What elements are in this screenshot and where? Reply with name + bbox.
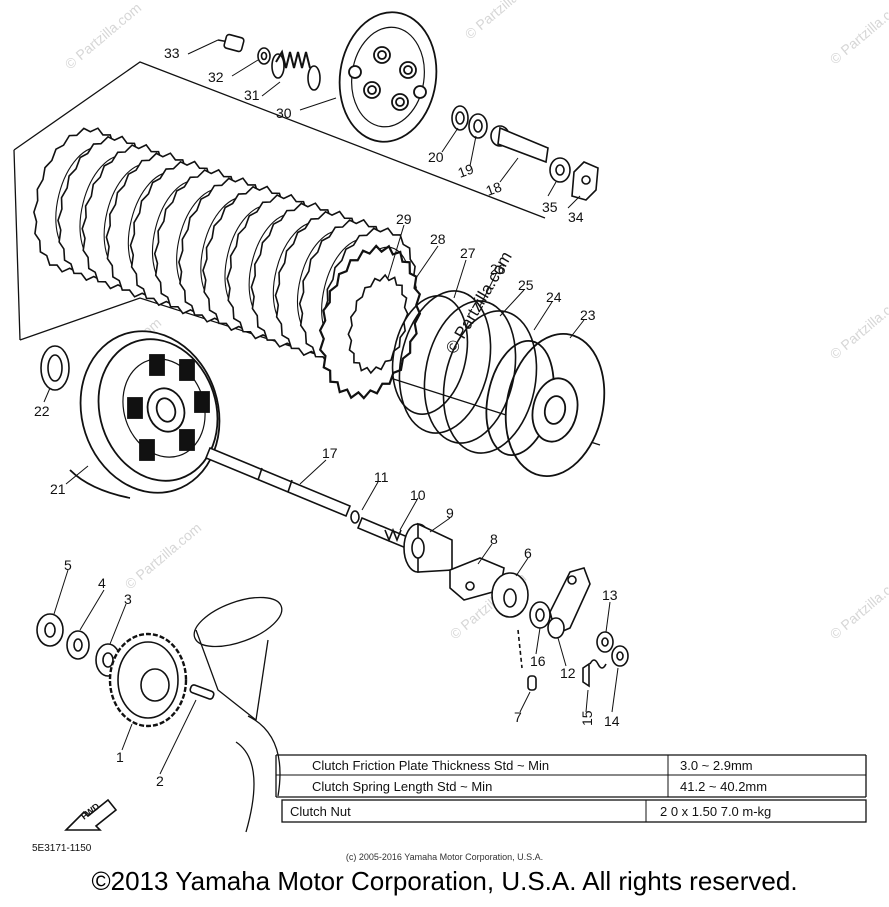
pressure-plate <box>338 11 438 143</box>
spec-label: Clutch Nut <box>290 804 351 819</box>
forward-arrow: FWD <box>64 798 118 831</box>
part-label: 4 <box>98 575 106 591</box>
part-label: 26 <box>490 261 506 277</box>
leader-lines <box>43 39 619 775</box>
part-label: 20 <box>428 149 444 165</box>
spec-value: 3.0 ~ 2.9mm <box>680 758 753 773</box>
part-label: 32 <box>208 69 224 85</box>
plate-stack-box <box>13 61 601 446</box>
part-label: 22 <box>34 403 50 419</box>
circlip <box>40 345 70 391</box>
part-label: 16 <box>530 653 546 669</box>
crankcase-outline <box>193 596 283 833</box>
friction-plate-inner <box>347 273 409 375</box>
part-label: 18 <box>484 178 504 198</box>
part-label: 21 <box>50 481 66 497</box>
part-label: 15 <box>579 710 595 726</box>
part-label: 1 <box>116 749 124 765</box>
drawing-code: 5E3171-1150 <box>32 843 92 854</box>
part-label: 12 <box>560 665 576 681</box>
push-lever-assembly <box>403 522 629 691</box>
part-label: 10 <box>410 487 426 503</box>
spacer-rings <box>391 290 538 454</box>
part-label: 11 <box>374 469 389 485</box>
part-label: 19 <box>456 160 476 180</box>
copyright-small: (c) 2005-2016 Yamaha Motor Corporation, … <box>345 852 544 862</box>
part-labels: 33 32 31 30 20 19 18 35 34 29 28 27 26 2… <box>34 45 620 789</box>
spec-label: Clutch Friction Plate Thickness Std ~ Mi… <box>312 758 549 773</box>
watermark: © Partzilla.com <box>122 519 205 592</box>
part-label: 2 <box>156 773 164 789</box>
part-label: 34 <box>568 209 584 225</box>
bolt-spring-assembly <box>217 33 321 91</box>
spec-value: 2 0 x 1.50 7.0 m-kg <box>660 804 771 819</box>
push-rod-assembly <box>451 105 599 201</box>
part-label: 33 <box>164 45 180 61</box>
watermark: © Partzilla.com <box>462 0 545 42</box>
part-label: 29 <box>396 211 412 227</box>
clutch-boss <box>485 332 606 478</box>
copyright-main: ©2013 Yamaha Motor Corporation, U.S.A. A… <box>91 866 798 896</box>
spec-value: 41.2 ~ 40.2mm <box>680 779 767 794</box>
watermark: © Partzilla.com <box>827 289 889 362</box>
part-label: 13 <box>602 587 618 603</box>
part-label: 8 <box>490 531 498 547</box>
part-label: 30 <box>276 105 292 121</box>
primary-drive-gear <box>36 613 215 728</box>
part-label: 14 <box>604 713 620 729</box>
watermark: © Partzilla.com <box>827 0 889 67</box>
part-label: 31 <box>244 87 260 103</box>
part-label: 24 <box>546 289 562 305</box>
part-label: 7 <box>514 709 522 725</box>
part-label: 6 <box>524 545 532 561</box>
part-label: 23 <box>580 307 596 323</box>
part-label: 25 <box>518 277 534 293</box>
spec-table <box>275 754 867 823</box>
watermark: © Partzilla.com <box>62 0 145 72</box>
part-label: 17 <box>322 445 338 461</box>
clutch-plates <box>33 127 422 400</box>
part-label: 35 <box>542 199 558 215</box>
spec-table-text: Clutch Friction Plate Thickness Std ~ Mi… <box>290 758 771 819</box>
part-label: 9 <box>446 505 454 521</box>
watermark: © Partzilla.com <box>827 569 889 642</box>
part-label: 28 <box>430 231 446 247</box>
main-shaft <box>204 446 412 550</box>
spec-label: Clutch Spring Length Std ~ Min <box>312 779 492 794</box>
part-label: 3 <box>124 591 132 607</box>
part-label: 5 <box>64 557 72 573</box>
part-label: 27 <box>460 245 476 261</box>
clutch-housing <box>69 330 221 499</box>
